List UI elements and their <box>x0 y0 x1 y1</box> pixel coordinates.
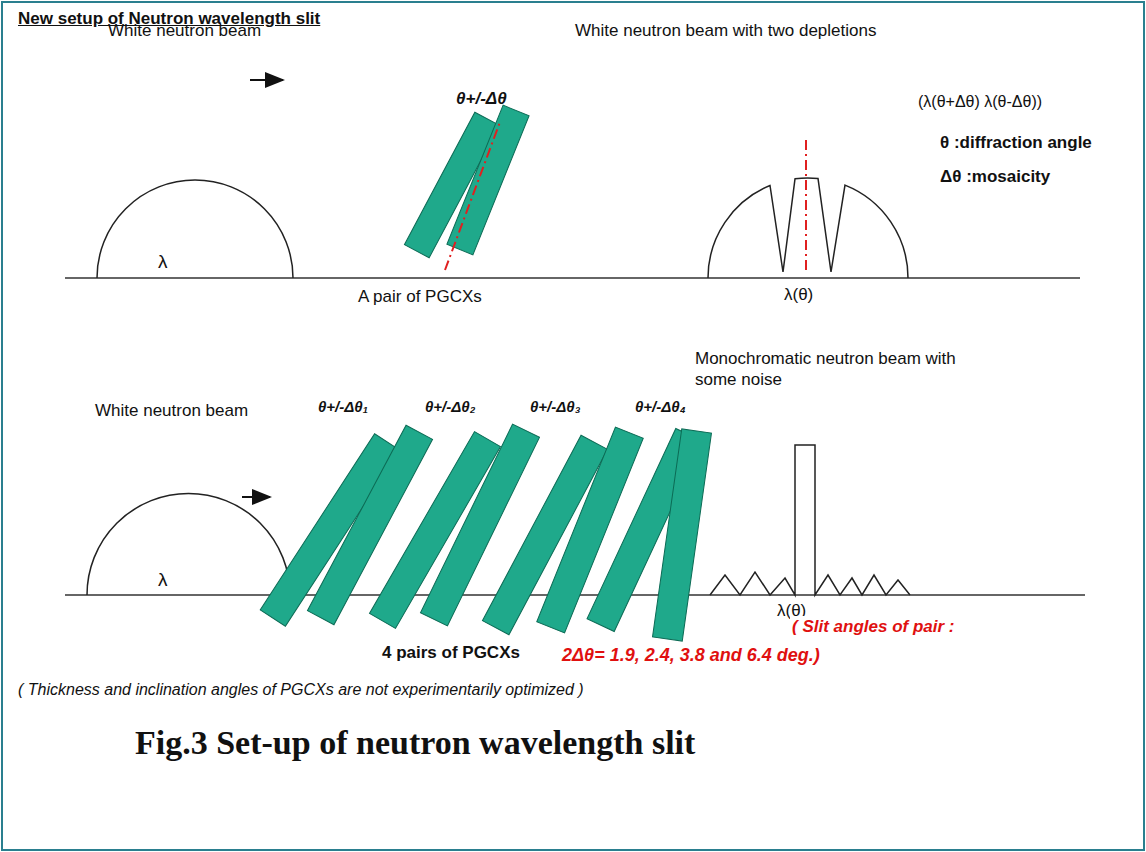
crystal-pairs <box>260 424 711 641</box>
wavelength-symbol: λ <box>158 568 168 592</box>
angle-label: θ+/-Δθ₂ <box>425 398 475 417</box>
axis <box>65 277 1080 279</box>
legend-note: θ :diffraction angle <box>940 132 1092 153</box>
crystal-label: A pair of PGCXs <box>358 286 482 307</box>
beam-label: White neutron beam <box>95 400 248 421</box>
depletion-label: (λ(θ+Δθ) λ(θ-Δθ)) <box>918 92 1042 112</box>
angle-label: θ+/-Δθ₃ <box>530 398 581 417</box>
crystal-pair <box>404 105 529 258</box>
angle-label: θ+/-Δθ <box>456 88 507 109</box>
white-spectrum <box>97 180 293 278</box>
beam-arrow <box>250 79 283 81</box>
legend-note: Δθ :mosaicity <box>940 166 1050 187</box>
wavelength-label: λ(θ) <box>784 284 813 305</box>
beam-arrow <box>242 496 270 498</box>
diffraction-line <box>445 122 500 270</box>
beam-label: White neutron beam with two depletions <box>575 20 876 41</box>
slit-angles: 2Δθ= 1.9, 2.4, 3.8 and 6.4 deg.) <box>560 644 822 667</box>
white-spectrum <box>87 493 290 595</box>
angle-label: θ+/-Δθ₁ <box>318 398 368 417</box>
mono-spectrum <box>710 445 910 595</box>
angle-label: θ+/-Δθ₄ <box>635 398 686 417</box>
beam-label: White neutron beam <box>108 20 261 41</box>
figure-caption: Fig.3 Set-up of neutron wavelength slit <box>135 722 695 765</box>
depleted-spectrum <box>708 178 908 278</box>
crystal-label: 4 pairs of PGCXs <box>380 642 522 663</box>
slit-note: ( Slit angles of pair : <box>790 616 956 637</box>
center-line <box>805 140 807 270</box>
footnote: ( Thickness and inclination angles of PG… <box>18 680 584 700</box>
wavelength-symbol: λ <box>158 250 168 274</box>
beam-label: Monochromatic neutron beam with some noi… <box>695 348 965 391</box>
